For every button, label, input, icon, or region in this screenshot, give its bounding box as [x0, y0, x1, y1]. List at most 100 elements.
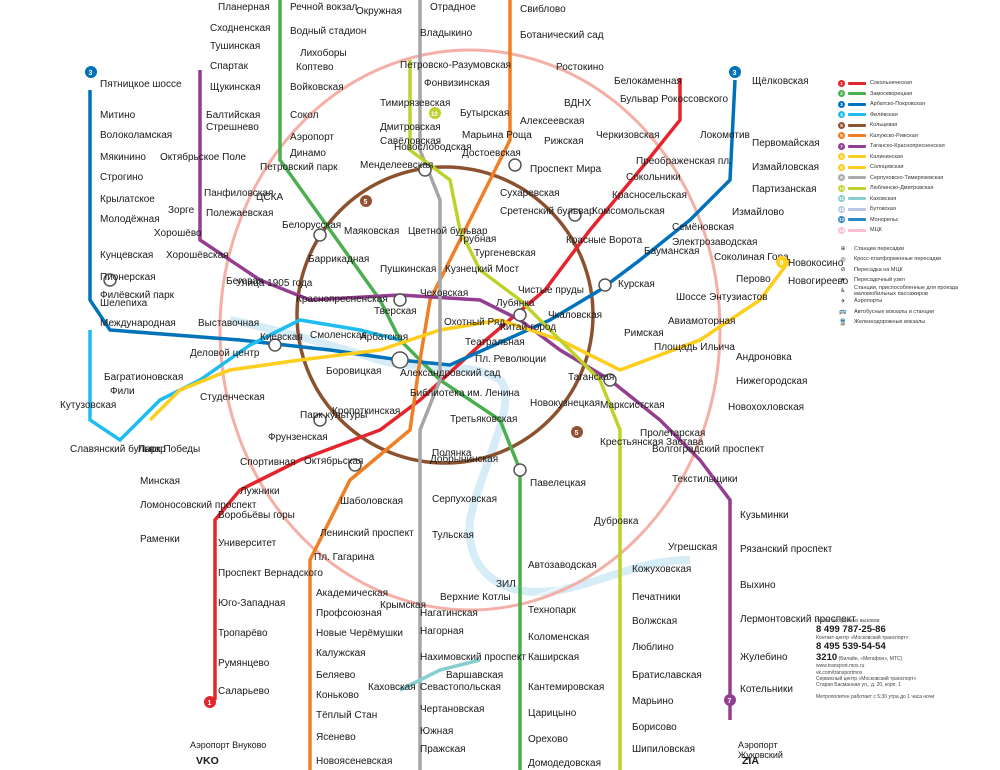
contacts-block: Линия экстренных вызовов: 8 499 787-25-8…: [816, 618, 996, 700]
hub-komsomolskaya[interactable]: [568, 208, 582, 222]
station-strogino: Строгино: [100, 172, 144, 183]
station-baltiyskaya: Балтийская: [206, 110, 260, 121]
line-number-badge: 8: [838, 153, 845, 161]
hub-kitay-gorod[interactable]: [513, 308, 527, 322]
line-number-badge: 10: [838, 184, 845, 192]
svg-text:8: 8: [780, 260, 784, 267]
station-yasenevo: Ясенево: [316, 732, 356, 743]
station-chekhovskaya: Чеховская: [420, 288, 468, 299]
station-novoslobodskaya: Новослободская: [394, 141, 472, 153]
line-number-badge: 5: [838, 121, 845, 129]
station-orekhovo: Орехово: [528, 734, 568, 745]
station-oktyabrskoe-pole: Октябрьское Поле: [160, 151, 247, 163]
station-park-kultury: Парк культуры: [300, 410, 367, 421]
station-perovo: Перово: [736, 274, 771, 285]
line-color-swatch: [848, 144, 866, 148]
hub-alexandrovsky[interactable]: [391, 351, 409, 369]
station-slavyansky: Славянский бульвар: [70, 443, 166, 455]
station-tretyakovskaya: Третьяковская: [450, 414, 517, 425]
station-pervomayskaya: Первомайская: [752, 138, 820, 149]
station-okruzhnaya: Окружная: [356, 6, 402, 17]
station-sokol: Сокол: [290, 110, 319, 121]
line-6-kaluzhsko-rizhskaya[interactable]: [308, 0, 512, 770]
hub-belorusskaya[interactable]: [313, 228, 327, 242]
hub-pushkinskaya[interactable]: [393, 293, 407, 307]
phone-emergency[interactable]: 8 499 787-25-86: [816, 624, 886, 636]
line-11-kakhovskaya[interactable]: [399, 658, 481, 692]
line-3-arbatsko-pokrovskaya[interactable]: [88, 79, 737, 367]
station-kropotkinskaya: Кропоткинская: [332, 406, 400, 417]
line-8-kalininskaya[interactable]: [148, 258, 792, 422]
line-4-filyovskaya[interactable]: [88, 318, 401, 443]
line-color-swatch: [848, 176, 866, 180]
station-timiryazevskaya: Тимирязевская: [380, 98, 450, 109]
station-sokolinaya: Соколиная Гора: [714, 252, 789, 263]
line-number-badge: 7: [838, 142, 845, 150]
legend-line-label: Каховская: [870, 195, 897, 202]
contacts-site[interactable]: www.transport.mos.ru: [816, 663, 865, 670]
station-sportivnaya: Спортивная: [240, 457, 296, 468]
line-5-circle[interactable]: [295, 165, 595, 465]
hub-novoslobodskaya[interactable]: [418, 163, 432, 177]
station-mayakovskaya: Маяковская: [344, 226, 399, 237]
station-kitay-gorod: Китай-город: [500, 322, 556, 333]
phone-center[interactable]: 8 495 539-54-54: [816, 641, 886, 653]
legend-symbol-label: Пересадочный узел: [854, 277, 905, 284]
station-dostoevskaya: Достоевская: [462, 148, 521, 159]
hub-kuntsevskaya[interactable]: [103, 273, 117, 287]
station-okhotny-ryad: Охотный Ряд: [444, 317, 505, 328]
hub-prospekt-mira[interactable]: [508, 158, 522, 172]
legend-line-label: Бутовская: [870, 206, 896, 213]
station-novye-cheremushki: Новые Черёмушки: [316, 628, 403, 639]
line-10-lyublinsko-dmitrovskaya[interactable]: [408, 60, 622, 770]
legend-line-label: Филёвская: [870, 111, 898, 118]
hub-park-kultury[interactable]: [313, 413, 327, 427]
station-tulskaya: Тульская: [432, 530, 474, 541]
legend-symbol-item: ⊕Станции пересадки: [838, 244, 998, 255]
line-1-sokolnicheskaya[interactable]: [213, 78, 682, 700]
station-izmaylovskaya: Измайловская: [752, 162, 819, 173]
airport-vko-code: VKO: [196, 755, 219, 767]
line-badges: 3 3 7 1 8 5 5 10: [85, 66, 788, 708]
station-myakinino: Мякинино: [100, 152, 146, 163]
station-pushkinskaya: Пушкинская: [380, 264, 436, 275]
svg-text:5: 5: [575, 430, 579, 437]
phone-short-note: (Билайн, «Мегафон», МТС): [838, 656, 903, 663]
hub-kurskaya[interactable]: [598, 278, 612, 292]
station-novogireevo: Новогиреево: [788, 276, 849, 287]
badge-line-5: [360, 195, 372, 207]
station-vladykino: Владыкино: [420, 28, 473, 39]
station-andronovka: Андроновка: [736, 352, 792, 363]
legend-line-label: Солнцевская: [870, 164, 904, 171]
station-universitet: Университет: [218, 538, 277, 549]
line-14-mcc[interactable]: [218, 48, 722, 612]
station-ramenki: Раменки: [140, 534, 180, 545]
phone-short[interactable]: 3210: [816, 652, 838, 664]
legend-symbol-label: Автобусные вокзалы и станции: [854, 308, 934, 315]
station-varshavskaya: Варшавская: [446, 670, 503, 681]
hub-oktyabrskaya[interactable]: [348, 458, 362, 472]
legend-symbol-icon: ⊕: [840, 246, 846, 253]
station-novokuznetskaya: Новокузнецкая: [530, 398, 600, 409]
line-color-swatch: [848, 155, 866, 159]
station-chkalovskaya: Чкаловская: [548, 310, 602, 321]
station-profsoyuznaya: Профсоюзная: [316, 607, 382, 619]
station-izmaylovo: Измайлово: [732, 207, 785, 218]
contacts-social[interactable]: vk.com/transportmos: [816, 669, 863, 676]
station-butyrskaya: Бутырская: [460, 108, 509, 119]
hub-kievskaya[interactable]: [268, 338, 282, 352]
hub-taganskaya[interactable]: [603, 373, 617, 387]
station-shosse-entuziastov: Шоссе Энтузиастов: [676, 292, 768, 303]
hub-paveletskaya[interactable]: [513, 463, 527, 477]
station-molodezhnaya: Молодёжная: [100, 214, 160, 225]
station-novokosino: Новокосино: [788, 258, 844, 269]
station-filyovsky-park: Филёвский парк: [100, 290, 175, 301]
station-barrikadnaya: Баррикадная: [308, 254, 369, 265]
station-nakhimovsky: Нахимовский проспект: [420, 652, 526, 663]
station-rechnoy-vokzal: Речной вокзал: [290, 2, 358, 13]
legend-line-label: Люблинско-Дмитровская: [870, 185, 934, 192]
